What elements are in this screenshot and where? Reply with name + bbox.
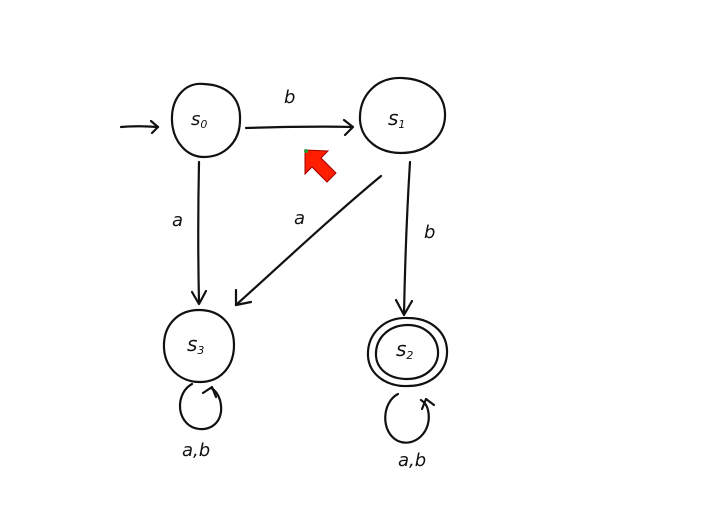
transition-s1-s2-label: b xyxy=(424,222,435,243)
state-s1[interactable]: s1 xyxy=(358,76,447,155)
transition-s0-s1: b xyxy=(244,87,355,137)
transition-s0-s1-label: b xyxy=(284,87,295,108)
transition-s0-s3-label: a xyxy=(172,210,183,231)
svg-text:s1: s1 xyxy=(388,106,405,131)
state-s0-index: 0 xyxy=(200,118,207,131)
start-arrow xyxy=(119,119,160,135)
state-s3-index: 3 xyxy=(197,344,204,357)
state-s3[interactable]: s3 xyxy=(162,308,236,384)
state-s1-letter: s xyxy=(388,106,398,130)
state-s2[interactable]: s2 xyxy=(366,316,449,388)
transition-s2-s2-label: a,b xyxy=(398,450,426,471)
svg-text:s3: s3 xyxy=(187,332,204,357)
transition-s3-s3: a,b xyxy=(178,382,223,461)
svg-text:s2: s2 xyxy=(396,337,413,362)
transition-s2-s2: a,b xyxy=(384,392,436,471)
state-s2-letter: s xyxy=(396,337,406,361)
transition-s1-s2: b xyxy=(394,160,435,317)
transition-s1-s3: a xyxy=(234,174,383,307)
transition-s1-s3-label: a xyxy=(294,208,305,229)
state-s0[interactable]: s0 xyxy=(170,82,242,159)
svg-text:s0: s0 xyxy=(191,109,207,131)
state-s1-index: 1 xyxy=(398,118,405,131)
state-s2-index: 2 xyxy=(406,349,413,362)
transition-s0-s3: a xyxy=(172,160,208,306)
transition-s3-s3-label: a,b xyxy=(182,440,210,461)
red-pointer-icon xyxy=(304,149,337,183)
state-s0-letter: s xyxy=(191,109,200,130)
state-s3-letter: s xyxy=(187,332,197,356)
